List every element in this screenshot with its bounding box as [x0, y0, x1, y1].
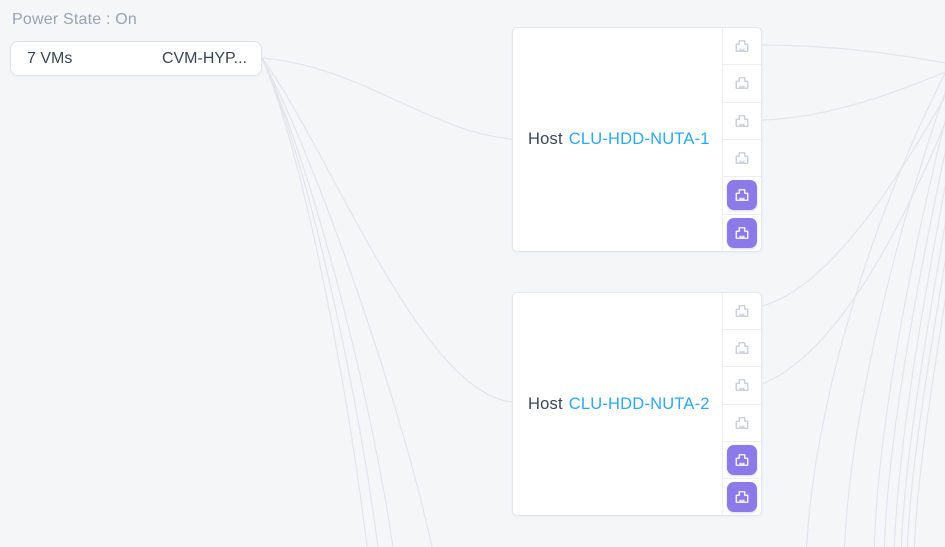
vm-slot[interactable] [723, 177, 761, 215]
vm-tile [727, 180, 757, 211]
connection-line [261, 57, 433, 547]
vm-tile [727, 31, 757, 61]
host-card[interactable]: Host CLU-HDD-NUTA-2 [512, 292, 762, 516]
host-label: Host CLU-HDD-NUTA-2 [528, 395, 710, 414]
vm-tile [727, 333, 757, 363]
connection-line [761, 44, 945, 64]
power-state-filter-label: Power State : On [12, 11, 138, 28]
vm-icon [735, 305, 749, 317]
connection-line [261, 57, 513, 140]
host-label-prefix: Host [528, 130, 563, 148]
vm-icon [735, 189, 749, 202]
vm-slot[interactable] [723, 330, 761, 368]
vm-slot[interactable] [723, 103, 761, 140]
connection-line [761, 71, 945, 121]
connection-line [893, 183, 945, 547]
connection-line [261, 57, 394, 547]
vm-icon [735, 77, 749, 90]
vm-tile [727, 481, 757, 512]
vm-slot[interactable] [723, 405, 761, 442]
connection-line [761, 122, 945, 385]
host-card[interactable]: Host CLU-HDD-NUTA-1 [512, 27, 762, 252]
vm-icon [735, 114, 749, 127]
vm-slot[interactable] [723, 28, 761, 66]
host-name-link[interactable]: CLU-HDD-NUTA-2 [568, 394, 710, 413]
connection-line [761, 95, 945, 307]
connection-line [261, 57, 513, 403]
vm-slot[interactable] [723, 293, 761, 331]
connection-line [806, 72, 945, 547]
host-label: Host CLU-HDD-NUTA-1 [528, 130, 710, 149]
host-name-link[interactable]: CLU-HDD-NUTA-1 [568, 130, 710, 148]
vm-icon [735, 453, 749, 466]
connection-line [913, 297, 945, 547]
host-card-body: Host CLU-HDD-NUTA-1 [513, 28, 723, 251]
vm-tile [727, 370, 757, 400]
vm-tile [727, 444, 757, 475]
vm-icon [735, 416, 749, 429]
vm-group-node[interactable]: 7 VMs CVM-HYP... [10, 41, 262, 76]
vm-slot[interactable] [723, 442, 761, 479]
vm-slot[interactable] [723, 65, 761, 103]
vm-icon [735, 152, 749, 165]
vm-tile [727, 106, 757, 136]
vm-icon [735, 40, 749, 53]
connection-line [261, 57, 368, 547]
connection-line [906, 258, 945, 547]
vm-icon [735, 379, 749, 392]
vm-slot[interactable] [723, 140, 761, 178]
connection-line [873, 119, 945, 547]
vm-slot-column [723, 28, 761, 251]
vm-tile [727, 143, 757, 173]
vm-slot[interactable] [723, 215, 761, 251]
vm-tile [727, 68, 757, 98]
connection-line [843, 91, 945, 547]
vm-group-name: CVM-HYP... [161, 49, 247, 67]
host-label-prefix: Host [528, 394, 563, 413]
connection-line [883, 150, 945, 547]
vm-tile [727, 408, 757, 438]
connection-line [261, 57, 379, 547]
vm-slot[interactable] [723, 367, 761, 405]
vm-slot[interactable] [723, 479, 761, 515]
vm-tile [727, 217, 757, 248]
vm-icon [735, 226, 749, 239]
vm-tile [727, 296, 757, 326]
host-card-body: Host CLU-HDD-NUTA-2 [513, 293, 723, 515]
vm-icon [735, 491, 749, 503]
connection-line [900, 221, 945, 547]
vm-icon [735, 342, 749, 355]
vm-slot-column [723, 293, 761, 515]
vm-group-count: 7 VMs [27, 49, 73, 67]
